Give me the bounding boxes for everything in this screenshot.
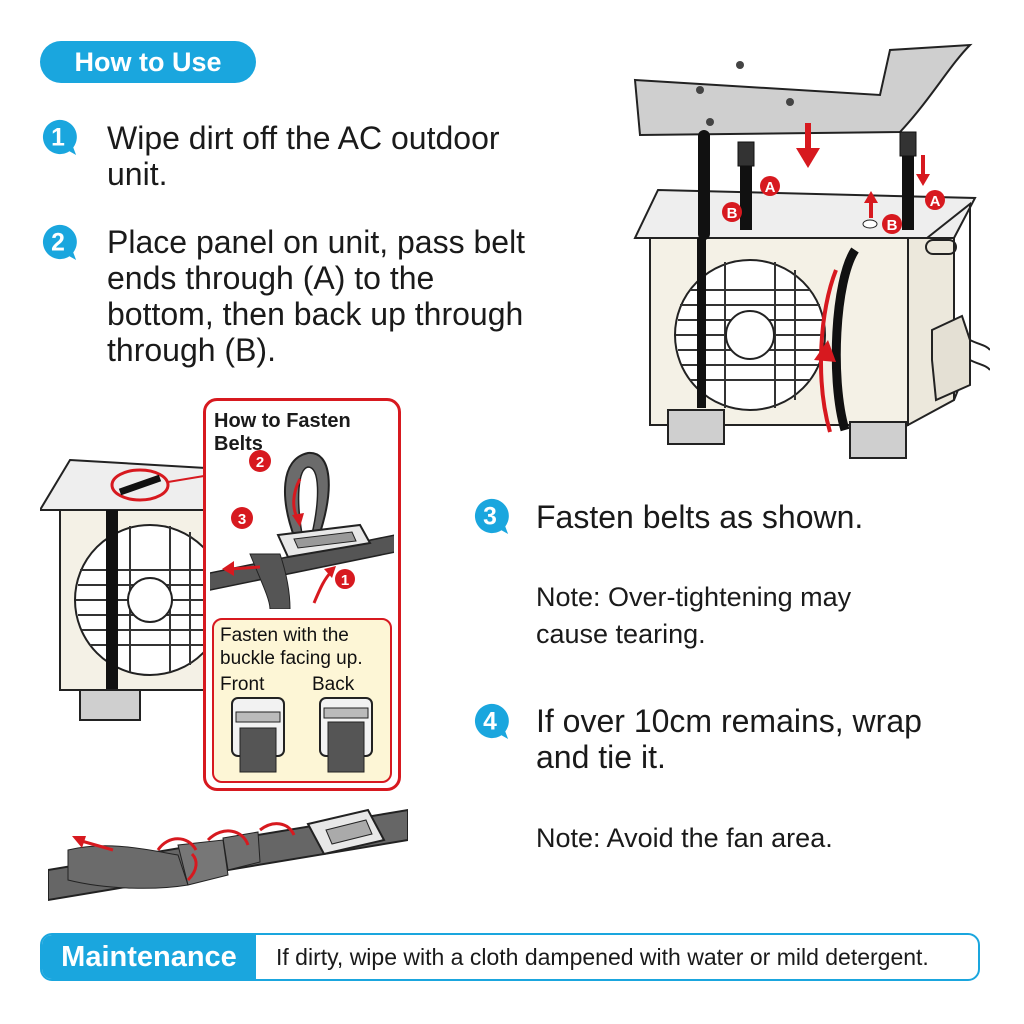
fasten-marker-3: 3 <box>231 507 253 529</box>
step-3-note: Note: Over-tightening may cause tearing. <box>536 582 852 649</box>
step-2-text: Place panel on unit, pass belt ends thro… <box>107 224 526 368</box>
front-label: Front <box>220 674 265 695</box>
step-1-number-icon: 1 <box>42 119 77 156</box>
back-label: Back <box>312 674 355 695</box>
step-2-number-icon: 2 <box>42 224 77 261</box>
buckle-caption: Fasten with the buckle facing up. <box>220 625 363 669</box>
svg-text:2: 2 <box>256 454 264 471</box>
buckle-back-icon <box>319 697 373 773</box>
svg-text:1: 1 <box>51 125 65 152</box>
maintenance-label: Maintenance <box>42 935 256 979</box>
label-a-badge-1: A <box>760 176 780 196</box>
svg-text:1: 1 <box>341 572 349 589</box>
fasten-belts-box: How to Fasten Belts 1 2 3 <box>203 398 401 791</box>
buckle-front-icon <box>231 697 285 773</box>
maintenance-text: If dirty, wipe with a cloth dampened wit… <box>276 944 929 970</box>
fasten-marker-2: 2 <box>249 450 271 472</box>
svg-text:4: 4 <box>483 709 497 736</box>
belt-buckle-illustration: 1 2 3 <box>210 450 394 609</box>
fasten-box-title: How to Fasten Belts <box>214 410 351 455</box>
step-4-text: If over 10cm remains, wrap and tie it. <box>536 703 922 775</box>
svg-text:3: 3 <box>483 504 497 531</box>
maintenance-bar: Maintenance If dirty, wipe with a cloth … <box>40 933 980 981</box>
ac-unit-panel-illustration: A B B A <box>633 43 990 459</box>
svg-text:3: 3 <box>238 511 246 528</box>
svg-text:B: B <box>887 217 898 234</box>
step-4-number-icon: 4 <box>474 703 509 740</box>
step-1-text: Wipe dirt off the AC outdoor unit. <box>107 120 500 192</box>
label-a-badge-2: A <box>925 190 945 210</box>
step-3-text: Fasten belts as shown. <box>536 499 864 535</box>
svg-text:2: 2 <box>51 230 65 257</box>
svg-text:A: A <box>765 179 776 196</box>
svg-text:B: B <box>727 205 738 222</box>
svg-text:A: A <box>930 193 941 210</box>
wrapped-belt-illustration <box>48 808 408 902</box>
fasten-marker-1: 1 <box>335 569 355 589</box>
buckle-orientation-panel: Fasten with the buckle facing up. Front … <box>212 618 392 783</box>
step-3-number-icon: 3 <box>474 498 509 535</box>
label-b-badge-2: B <box>882 214 902 234</box>
how-to-use-title: How to Use <box>40 41 256 83</box>
label-b-badge-1: B <box>722 202 742 222</box>
step-4-note: Note: Avoid the fan area. <box>536 823 833 853</box>
